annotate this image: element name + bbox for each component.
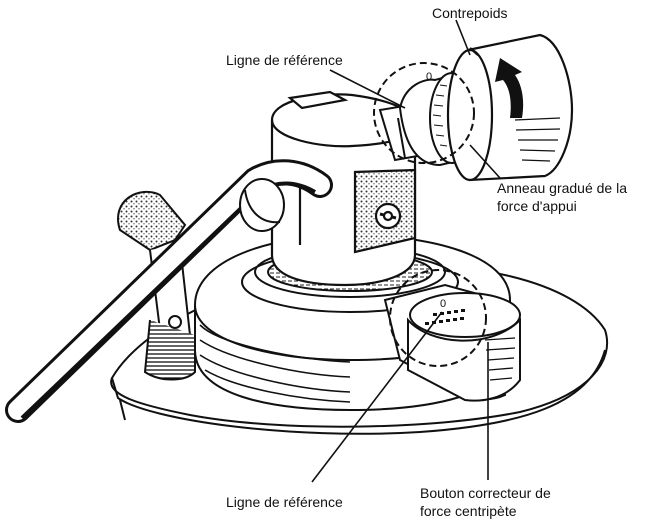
label-reference-line-bottom: Ligne de référence bbox=[226, 494, 343, 510]
tracking-ring-zero-mark: 0 bbox=[426, 71, 432, 83]
leader-lines bbox=[311, 19, 501, 483]
label-tracking-ring-line1: Anneau gradué de la bbox=[497, 180, 627, 196]
callout-circle-antiskate bbox=[389, 269, 487, 367]
label-antiskate-line1: Bouton correcteur de bbox=[420, 485, 551, 501]
callout-circle-tracking bbox=[373, 62, 475, 164]
label-antiskate-line2: force centripète bbox=[420, 503, 517, 519]
label-tracking-ring-line2: force d'appui bbox=[497, 198, 577, 214]
tonearm-tube bbox=[5, 159, 333, 423]
rotation-arrow-icon bbox=[495, 58, 524, 118]
pivot-block bbox=[270, 90, 417, 287]
label-reference-line-top: Ligne de référence bbox=[226, 52, 343, 68]
counterweight bbox=[446, 33, 574, 182]
anti-skating-zero-mark: 0 bbox=[440, 298, 446, 310]
anti-skating-knob: 0 bbox=[383, 283, 521, 402]
label-counterweight: Contrepoids bbox=[432, 5, 508, 21]
